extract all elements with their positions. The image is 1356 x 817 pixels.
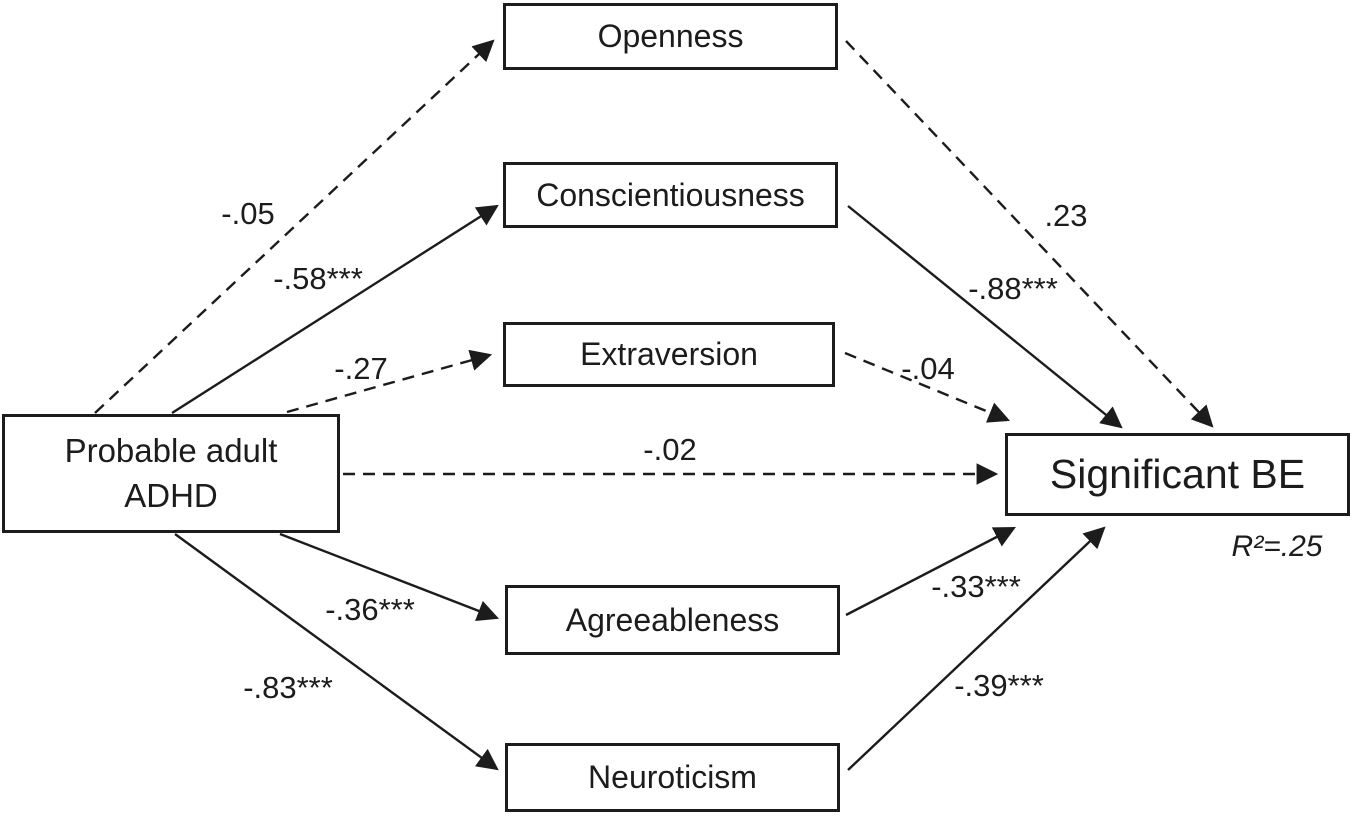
coefficient-adhd-extraversion: -.27 — [334, 351, 388, 386]
mediator-box-extraversion: Extraversion — [503, 322, 835, 387]
coefficient-conscientiousness-significant-be: -.88*** — [968, 271, 1058, 306]
arrow-adhd-to-extraversion — [286, 349, 493, 414]
mediator-box-openness: Openness — [503, 3, 838, 70]
coefficient-adhd-conscientiousness: -.58*** — [273, 261, 363, 296]
arrow-adhd-to-conscientiousness — [171, 204, 499, 415]
outcome-box-significant-be: Significant BE — [1005, 433, 1350, 516]
coefficient-extraversion-significant-be: -.04 — [901, 351, 955, 386]
mediator-label-extraversion: Extraversion — [580, 336, 758, 373]
arrow-adhd-to-neuroticism — [174, 533, 499, 771]
coefficient-adhd-agreeableness: -.36*** — [325, 592, 415, 627]
mediator-box-agreeableness: Agreeableness — [505, 585, 840, 655]
arrow-neuroticism-to-significant-be — [847, 526, 1106, 771]
mediator-label-openness: Openness — [597, 18, 744, 55]
coefficient-neuroticism-significant-be: -.39*** — [954, 668, 1044, 703]
coefficient-agreeableness-significant-be: -.33*** — [931, 569, 1021, 604]
arrow-conscientiousness-to-significant-be — [847, 205, 1123, 429]
mediator-box-neuroticism: Neuroticism — [505, 743, 840, 812]
arrow-adhd-to-openness — [94, 39, 495, 414]
arrow-agreeableness-to-significant-be — [845, 526, 1016, 617]
coefficient-adhd-neuroticism: -.83*** — [243, 670, 333, 705]
coefficient-adhd-openness: -.05 — [221, 196, 275, 231]
coefficient-adhd-significant-be: -.02 — [643, 432, 697, 467]
arrow-openness-to-significant-be — [845, 40, 1214, 428]
coefficient-openness-significant-be: .23 — [1044, 198, 1088, 233]
arrow-adhd-to-agreeableness — [279, 532, 500, 622]
mediator-label-agreeableness: Agreeableness — [565, 601, 780, 638]
mediator-label-conscientiousness: Conscientiousness — [536, 176, 805, 213]
predictor-label: Probable adult ADHD — [64, 431, 278, 514]
r-squared-label: R²=.25 — [1231, 530, 1323, 563]
outcome-label: Significant BE — [1049, 450, 1306, 497]
arrow-extraversion-to-significant-be — [844, 351, 1010, 423]
mediator-label-neuroticism: Neuroticism — [588, 759, 757, 796]
mediator-box-conscientiousness: Conscientiousness — [503, 162, 838, 228]
predictor-box-adhd: Probable adult ADHD — [2, 414, 340, 533]
